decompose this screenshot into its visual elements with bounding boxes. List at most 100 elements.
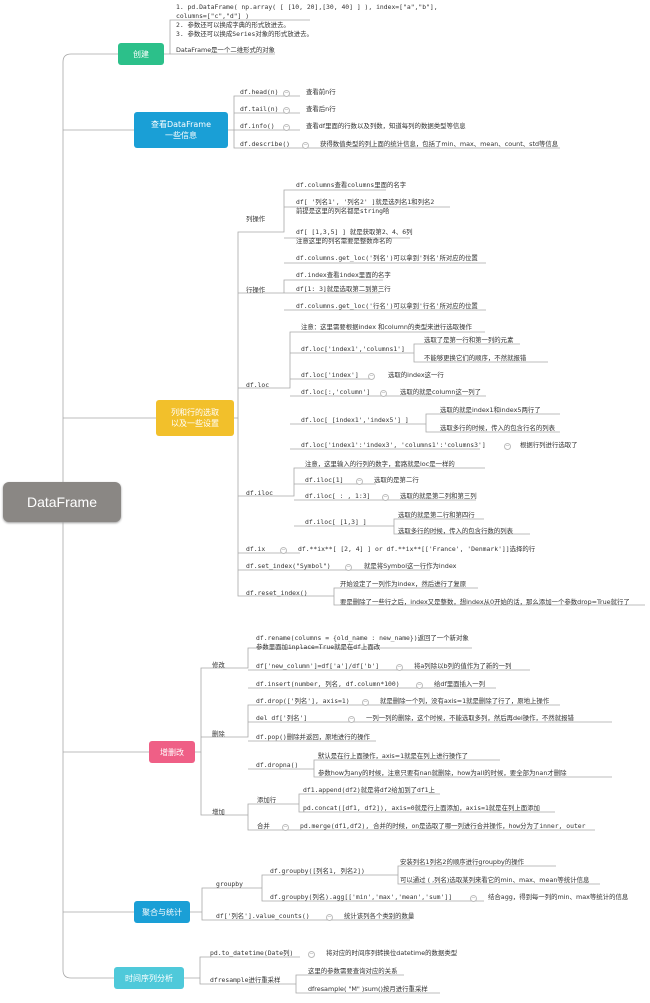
rename-a: df.rename(columns = {old_name : new_name… — [256, 634, 469, 642]
select-ix: df.ix — [246, 545, 266, 553]
view-describe-desc: 获得数值类型的列上面的统计信息，包括了min、max、mean、count、st… — [320, 140, 559, 148]
category-time-series[interactable]: 时间序列分析 — [114, 967, 184, 989]
select-loc: df.loc — [246, 381, 270, 389]
category-crud[interactable]: 增删改 — [149, 741, 195, 763]
ix-desc: df.**ix**[ [2, 4] ] or df.**ix**[['Franc… — [298, 545, 536, 553]
row-op-1: df.index查看index里面的名字 — [296, 271, 391, 279]
append: df1.append(df2)就是将df2给加到了df1上 — [303, 786, 435, 794]
iloc-2-desc: 选取的就是第二列和第三列 — [400, 492, 477, 500]
iloc-3: df.iloc[ [1,3] ] — [305, 518, 367, 526]
collapse-icon[interactable]: − — [283, 107, 290, 114]
collapse-icon[interactable]: − — [504, 443, 511, 450]
insert-desc: 给df里面插入一列 — [434, 680, 486, 688]
col-op-4: df.columns.get_loc('列名')可以拿到'列名'所对应的位置 — [296, 254, 478, 262]
select-col-ops: 列操作 — [246, 215, 266, 223]
view-head-desc: 查看前n行 — [306, 88, 336, 96]
concat: pd.concat([df1, df2]), axis=0就是行上面添加，axi… — [303, 804, 540, 812]
view-info: df.info() — [240, 122, 275, 130]
crud-modify: 修改 — [212, 661, 225, 669]
category-view-info[interactable]: 查看DataFrame 一些信息 — [134, 112, 228, 148]
loc-1a: 选取了是第一行和第一列的元素 — [424, 336, 514, 344]
value-counts: df['列名'].value_counts() — [216, 912, 310, 920]
view-tail: df.tail(n) — [240, 105, 279, 113]
groupby-2-desc: 结合agg，得到每一列的min、max等统计的信息 — [488, 893, 629, 901]
select-iloc: df.iloc — [246, 489, 273, 497]
insert: df.insert(number, 列名, df.column*100) — [256, 680, 400, 688]
merge: pd.merge(df1,df2), 合并的时候，on是选取了哪一列进行合并操作… — [300, 822, 586, 830]
iloc-1-desc: 选取的是第二行 — [374, 476, 419, 484]
category-aggregation[interactable]: 聚合与统计 — [134, 901, 190, 923]
row-op-3: df.columns.get_loc('行名')可以拿到'行名'所对应的位置 — [296, 302, 478, 310]
agg-groupby: groupby — [216, 880, 243, 888]
resample-a: 这里的参数需要查询对应的关系 — [308, 967, 398, 975]
loc-1: df.loc['index1','columns1'] — [301, 345, 405, 353]
add-rows: 添加行 — [257, 796, 277, 804]
create-usage-line-1: 1. pd.DataFrame( np.array( [ [10, 20],[3… — [176, 3, 438, 11]
root-node-dataframe[interactable]: DataFrame — [3, 482, 121, 522]
drop-desc: 就是删除一个列，没有axis=1就是删除了行了，原地上操作 — [380, 697, 550, 705]
groupby-1a: 安装列名1列名2的顺序进行groupby的操作 — [400, 858, 524, 866]
view-describe: df.describe() — [240, 140, 291, 148]
reset-b: 要是删除了一些行之后，index又是整数，想index从0开始的话，那么添加一个… — [340, 598, 630, 606]
collapse-icon[interactable]: − — [416, 682, 423, 689]
loc-1b: 不能够更换它们的顺序，不然就报错 — [424, 354, 527, 362]
col-op-2b: 前提是这里的列名都是string哈 — [296, 207, 390, 215]
iloc-2: df.iloc[ : , 1:3] — [305, 492, 371, 500]
row-op-2: df[1: 3]就是选取第二到第三行 — [296, 285, 391, 293]
set-index-desc: 就是将Symbol这一行作为index — [364, 562, 457, 570]
collapse-icon[interactable]: − — [326, 914, 333, 921]
collapse-icon[interactable]: − — [382, 494, 389, 501]
collapse-icon[interactable]: − — [280, 547, 287, 554]
loc-3: df.loc[:,'column'] — [301, 388, 371, 396]
del-desc: 一列一列的删除，这个时候，不能选取多列，然后再del操作，不然就报错 — [366, 714, 574, 722]
reset-a: 开始设定了一列作为index，然后进行了复原 — [340, 580, 467, 588]
view-tail-desc: 查看后n行 — [306, 105, 336, 113]
collapse-icon[interactable]: − — [282, 824, 289, 831]
loc-2-desc: 选取的index这一行 — [388, 371, 444, 379]
col-op-3a: df[ [1,3,5] ] 就是获取第2、4、6列 — [296, 228, 413, 236]
rename-b: 参数里面加inplace=True就是在df上面改 — [256, 643, 381, 651]
collapse-icon[interactable]: − — [283, 124, 290, 131]
create-usage-line-3: 2. 参数还可以换成字典的形式放进去。 — [176, 21, 290, 29]
dropna-b: 参数how为any的时候，注意只要有nan就删除，how为all的时候，要全部为… — [318, 769, 567, 777]
collapse-icon[interactable]: − — [396, 664, 403, 671]
select-reset-index: df.reset_index() — [246, 589, 308, 597]
collapse-icon[interactable]: − — [283, 90, 290, 97]
newcol-desc: 将a列除以b列的值作为了新的一列 — [414, 662, 512, 670]
view-head: df.head(n) — [240, 88, 279, 96]
loc-2: df.loc['index'] — [301, 371, 359, 379]
to-datetime-desc: 将对应的时间序列转换位datetime的数据类型 — [326, 949, 458, 957]
collapse-icon[interactable]: − — [302, 142, 309, 149]
category-create[interactable]: 创建 — [118, 43, 164, 65]
value-counts-desc: 统计该列各个类别的数量 — [344, 912, 415, 920]
create-usage-line-4: 3. 参数还可以换成Series对象的形式放进去。 — [176, 30, 313, 38]
resample: dfresample进行重采样 — [210, 976, 281, 984]
loc-5: df.loc['index1':'index3', 'columns1':'co… — [301, 441, 486, 449]
collapse-icon[interactable]: − — [356, 478, 363, 485]
collapse-icon[interactable]: − — [345, 564, 352, 571]
dropna-a: 默认是在行上面操作，axis=1就是在列上进行操作了 — [318, 752, 469, 760]
loc-4: df.loc[ [index1','index5'] ] — [301, 416, 409, 424]
collapse-icon[interactable]: − — [470, 895, 477, 902]
collapse-icon[interactable]: − — [380, 390, 387, 397]
col-op-3b: 注意这里的列名需要是整数命名的 — [296, 237, 392, 245]
iloc-3b: 选取多行的时候，传入的包含行数的列表 — [398, 527, 514, 535]
loc-4a: 选取的就是index1和index5两行了 — [440, 406, 541, 414]
iloc-note: 注意，这里输入的行列的数字，套路就是loc是一样的 — [305, 460, 455, 468]
collapse-icon[interactable]: − — [368, 373, 375, 380]
collapse-icon[interactable]: − — [348, 716, 355, 723]
iloc-3a: 选取的就是第二行和第四行 — [398, 511, 475, 519]
create-note: DataFrame是一个二维形式的对象 — [176, 46, 276, 54]
newcol: df['new_column']=df['a']/df['b'] — [256, 662, 380, 670]
collapse-icon[interactable]: − — [362, 699, 369, 706]
create-usage-line-2: columns=["c","d"] ) — [176, 12, 250, 20]
category-select[interactable]: 列和行的选取 以及一些设置 — [156, 400, 234, 436]
del: del df['列名'] — [256, 714, 308, 722]
crud-add: 增加 — [212, 808, 225, 816]
groupby-1b: 可以通过 ( ,列名)选取某列来看它的min、max、mean等统计信息 — [400, 876, 590, 884]
iloc-1: df.iloc[1] — [305, 476, 344, 484]
crud-delete: 删除 — [212, 730, 225, 738]
collapse-icon[interactable]: − — [308, 951, 315, 958]
pop: df.pop()删除并返回，原地进行的操作 — [256, 733, 370, 741]
